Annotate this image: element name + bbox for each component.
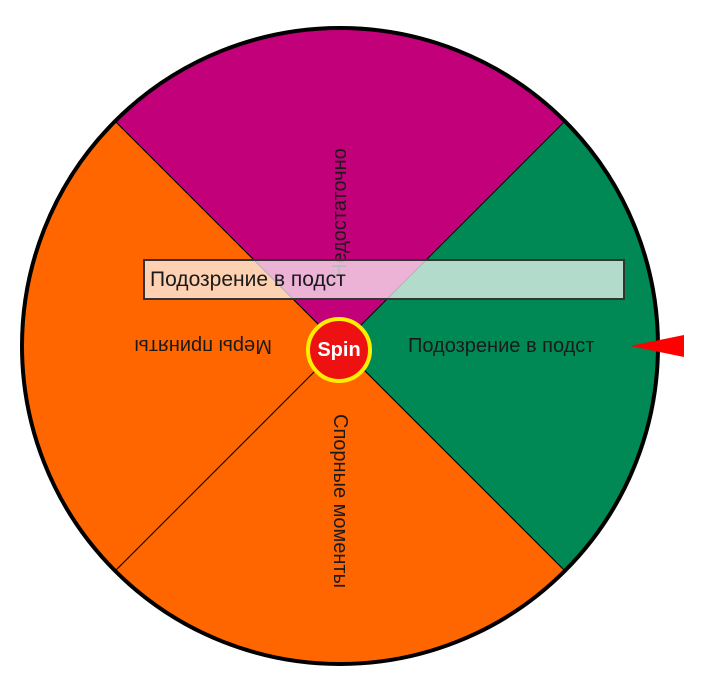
wheel-pointer-icon [630,335,684,357]
spin-button[interactable]: Spin [306,317,372,383]
wheel-segment-label: Подозрение в подст [408,335,594,357]
wheel-segments [21,27,659,665]
result-display: Подозрение в подст [143,259,625,300]
wheel-segment-label: Спорные моменты [329,414,351,588]
wheel-segment-label: Меры приняты [134,335,272,357]
wheel-segment-label: Недостаточно [329,148,351,278]
